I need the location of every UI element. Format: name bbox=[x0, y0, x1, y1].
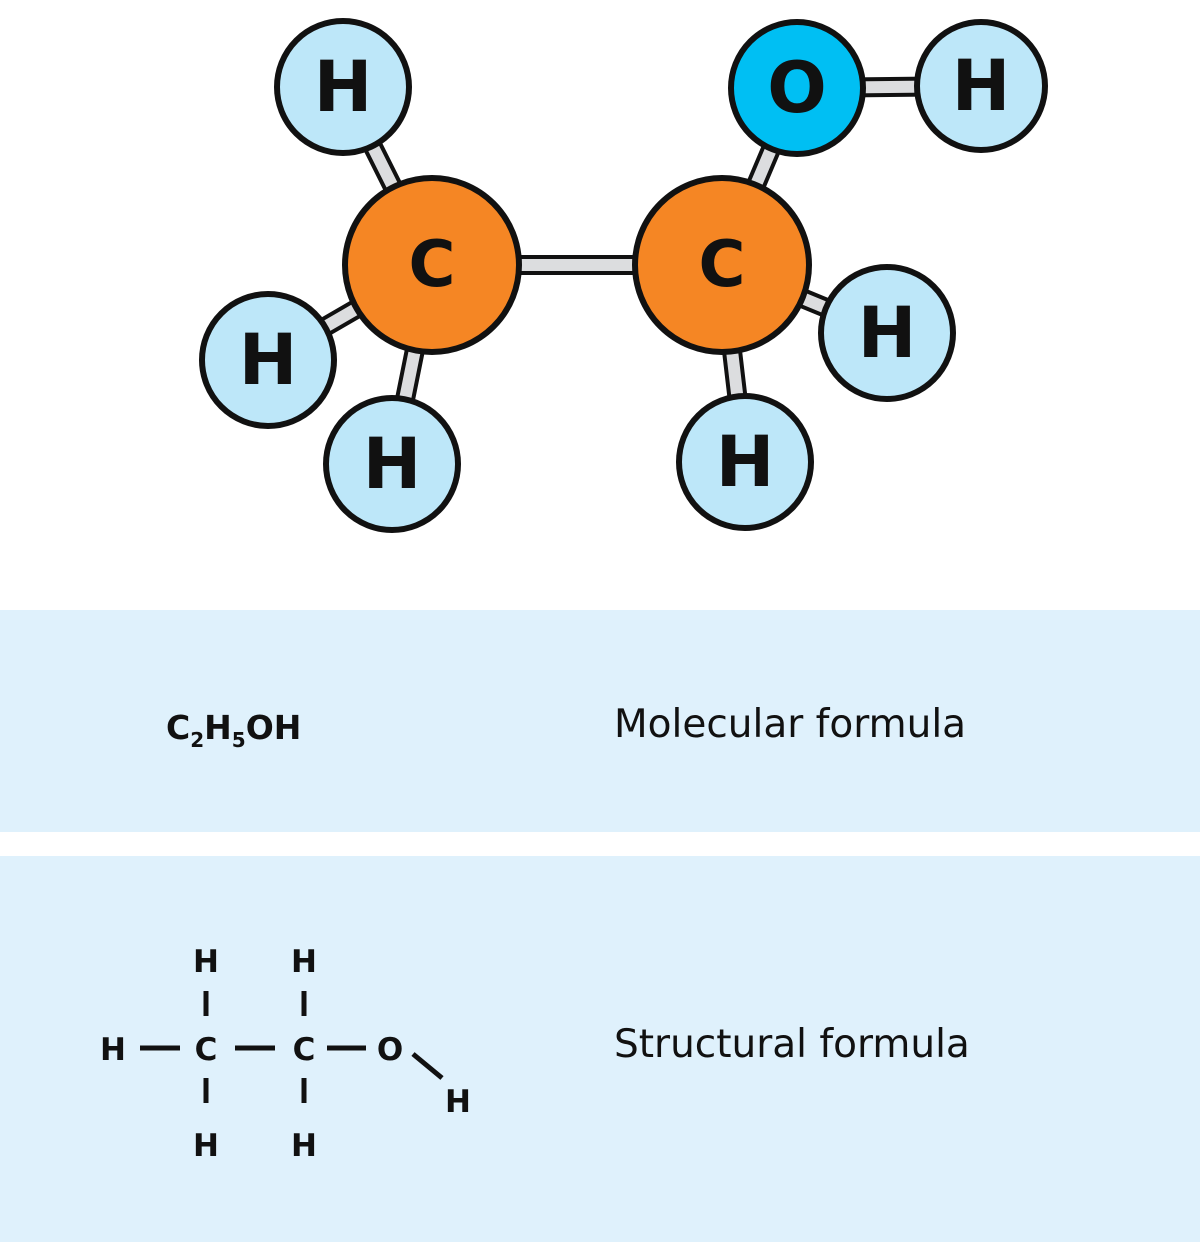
atom-h5: H bbox=[818, 264, 956, 402]
atom-symbol: H bbox=[716, 421, 775, 503]
hydrogen-atom-circle bbox=[818, 264, 956, 402]
atom-symbol: C bbox=[699, 228, 746, 302]
atom-c2: C bbox=[293, 1032, 316, 1068]
formula-carbon: C bbox=[166, 708, 191, 747]
molecular-formula: C2H5OH bbox=[166, 708, 301, 752]
structural-formula-label: Structural formula bbox=[614, 1022, 970, 1067]
atom-h1: H bbox=[274, 18, 412, 156]
atom-h3: H bbox=[323, 395, 461, 533]
atom-c1-bottom-h: H bbox=[193, 1128, 219, 1164]
formula-hydrogen-count: 5 bbox=[231, 728, 246, 752]
atom-o-h: H bbox=[445, 1084, 471, 1120]
formula-carbon-count: 2 bbox=[190, 728, 205, 752]
atom-c2-bottom-h: H bbox=[291, 1128, 317, 1164]
atom-c2: C bbox=[632, 175, 812, 355]
hydrogen-atom-circle bbox=[676, 393, 814, 531]
atom-h4: H bbox=[914, 19, 1048, 153]
atom-symbol: H bbox=[858, 292, 917, 374]
atom-h2: H bbox=[199, 291, 337, 429]
atom-c1-top-h: H bbox=[193, 944, 219, 980]
formula-hydrogen: H bbox=[204, 708, 232, 747]
atom-c1: C bbox=[342, 175, 522, 355]
atom-h6: H bbox=[676, 393, 814, 531]
hydrogen-atom-circle bbox=[274, 18, 412, 156]
atom-symbol: O bbox=[767, 47, 827, 129]
hydrogen-atom-circle bbox=[199, 291, 337, 429]
structural-formula-panel bbox=[0, 856, 1200, 1242]
atom-symbol: H bbox=[314, 46, 373, 128]
hydrogen-atom-circle bbox=[323, 395, 461, 533]
atom-symbol: H bbox=[952, 45, 1011, 127]
structural-formula: H C C O H H H H H bbox=[100, 944, 471, 1164]
atom-c1: C bbox=[195, 1032, 218, 1068]
formula-hydroxyl: OH bbox=[245, 708, 302, 747]
molecular-formula-label: Molecular formula bbox=[614, 702, 967, 747]
atom-o: O bbox=[728, 19, 866, 157]
hydrogen-atom-circle bbox=[914, 19, 1048, 153]
atom-symbol: H bbox=[363, 423, 422, 505]
oxygen-atom-circle bbox=[728, 19, 866, 157]
atom-h-left: H bbox=[100, 1032, 126, 1068]
atom-symbol: C bbox=[409, 228, 456, 302]
molecular-formula-panel bbox=[0, 610, 1200, 832]
carbon-atom-circle bbox=[342, 175, 522, 355]
atom-c2-top-h: H bbox=[291, 944, 317, 980]
atom-o: O bbox=[377, 1032, 403, 1068]
carbon-atom-circle bbox=[632, 175, 812, 355]
bond-o-h bbox=[411, 1052, 444, 1080]
atom-symbol: H bbox=[239, 319, 298, 401]
